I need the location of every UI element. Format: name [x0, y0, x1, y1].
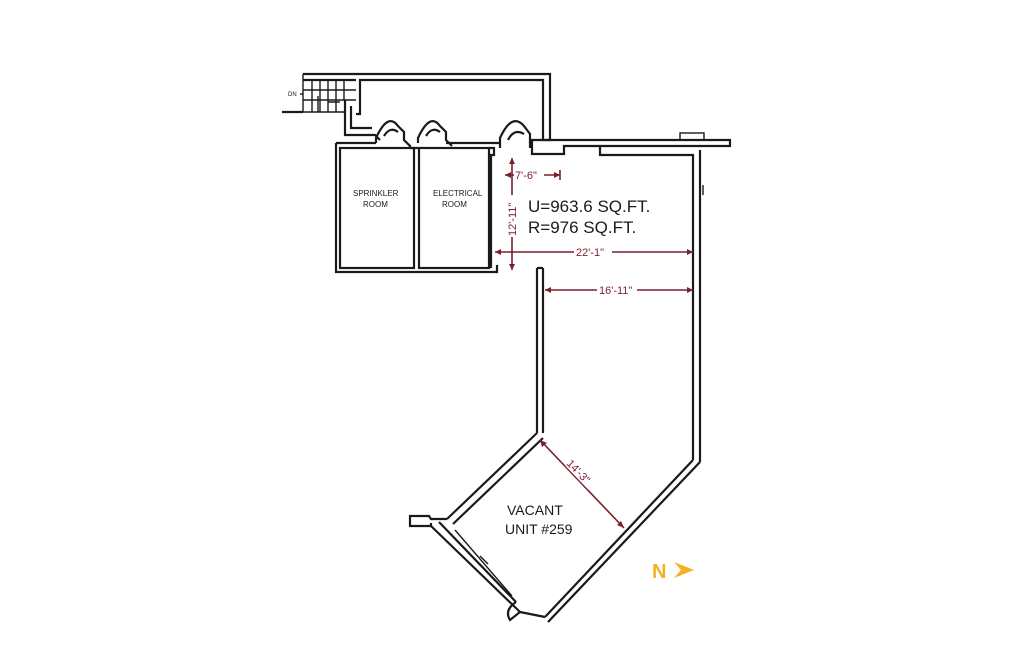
dim-mid-width: 16'-11" — [599, 285, 632, 297]
upper-storage-block: DN — [282, 72, 552, 142]
unit-number: UNIT #259 — [505, 521, 573, 537]
usable-area: U=963.6 SQ.FT. — [528, 197, 650, 216]
corridor-walls — [410, 141, 500, 274]
electrical-room-label-line1: ELECTRICAL — [433, 189, 483, 198]
stair-treads — [302, 74, 356, 113]
stair-down-label: DN — [288, 92, 297, 98]
sprinkler-room-label-line1: SPRINKLER — [353, 189, 399, 198]
unit-status: VACANT — [507, 502, 563, 518]
rentable-area: R=976 SQ.FT. — [528, 218, 636, 237]
north-label: N — [652, 561, 666, 583]
unit-259-outline — [408, 132, 732, 623]
north-arrow-icon — [674, 562, 694, 578]
electrical-room: ELECTRICAL ROOM — [417, 146, 491, 270]
north-indicator: N — [652, 561, 694, 583]
electrical-room-label-line2: ROOM — [442, 200, 467, 209]
roof-vent — [679, 132, 705, 141]
door-swings — [374, 120, 532, 148]
dim-full-width: 22'-1" — [576, 247, 604, 259]
sprinkler-room: SPRINKLER ROOM — [334, 141, 418, 274]
dim-top-width: 7'-6" — [515, 170, 537, 182]
dim-depth: 12'-11" — [507, 203, 519, 236]
sprinkler-room-label-line2: ROOM — [363, 200, 388, 209]
